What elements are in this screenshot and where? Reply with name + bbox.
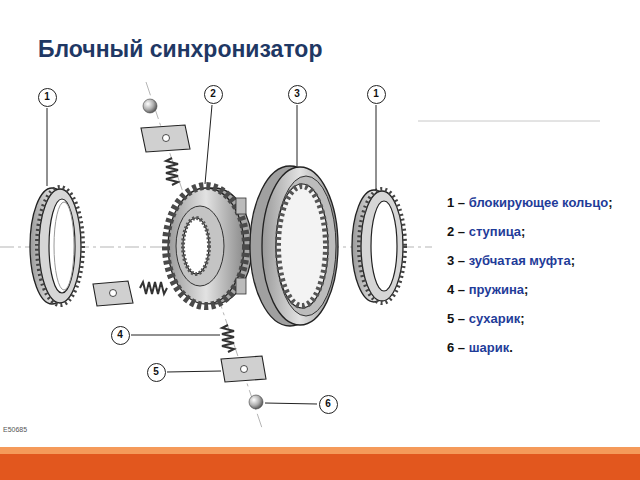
callout-circle: 6	[319, 395, 338, 414]
image-code: E50685	[3, 426, 27, 433]
ball	[249, 395, 263, 409]
part-number: ;	[571, 253, 575, 268]
callout-number: 2	[210, 89, 216, 99]
part-number: 3 –	[447, 253, 469, 268]
blocking-ring	[352, 189, 405, 303]
spring	[166, 158, 178, 185]
legend-entry: 1 – блокирующее кольцо;	[447, 193, 615, 212]
callout-circle: 4	[111, 326, 130, 345]
legend-entry: 2 – ступица;	[447, 222, 615, 241]
part-number: 4 –	[447, 282, 469, 297]
part-number: ;	[520, 311, 524, 326]
slide-title: Блочный синхронизатор	[38, 36, 322, 63]
part-number: 1 –	[447, 195, 469, 210]
gear-sleeve	[250, 166, 338, 326]
part-number: 2 –	[447, 224, 469, 239]
blocking-ring	[30, 187, 83, 305]
part-name: ступица	[469, 224, 521, 239]
callout-number: 4	[117, 330, 123, 340]
part-name: шарик	[469, 340, 510, 355]
callout-number: 1	[44, 92, 50, 102]
part-number: ;	[521, 224, 525, 239]
callout-number: 5	[153, 367, 159, 377]
locking-block	[141, 125, 190, 152]
part-number: .	[509, 340, 513, 355]
part-number: ;	[524, 282, 528, 297]
part-name: пружина	[469, 282, 524, 297]
callout-circle: 3	[288, 85, 307, 104]
part-name: сухарик	[469, 311, 521, 326]
callout-circle: 1	[38, 88, 57, 107]
legend-entry: 3 – зубчатая муфта;	[447, 251, 615, 270]
callout-circle: 1	[367, 85, 386, 104]
ball	[143, 99, 157, 113]
legend-entry: 6 – шарик.	[447, 338, 615, 357]
part-number: ;	[608, 195, 612, 210]
callout-number: 6	[325, 399, 331, 409]
footer-bar	[0, 454, 640, 480]
hub	[166, 186, 252, 306]
spring	[222, 325, 234, 352]
callout-number: 3	[294, 89, 300, 99]
spring	[140, 282, 167, 294]
part-number: 5 –	[447, 311, 469, 326]
parts-list: 1 – блокирующее кольцо;2 – ступица;3 – з…	[447, 193, 615, 367]
callout-number: 1	[373, 89, 379, 99]
locking-block	[93, 281, 133, 306]
legend-entry: 4 – пружина;	[447, 280, 615, 299]
legend-entry: 5 – сухарик;	[447, 309, 615, 328]
callout-circle: 5	[147, 363, 166, 382]
part-name: блокирующее кольцо	[469, 195, 609, 210]
part-number: 6 –	[447, 340, 469, 355]
part-name: зубчатая муфта	[469, 253, 571, 268]
rule-line	[418, 121, 600, 122]
locking-block	[221, 356, 266, 382]
leader-lines	[47, 105, 376, 404]
callout-circle: 2	[204, 85, 223, 104]
footer-stripe	[0, 447, 640, 454]
